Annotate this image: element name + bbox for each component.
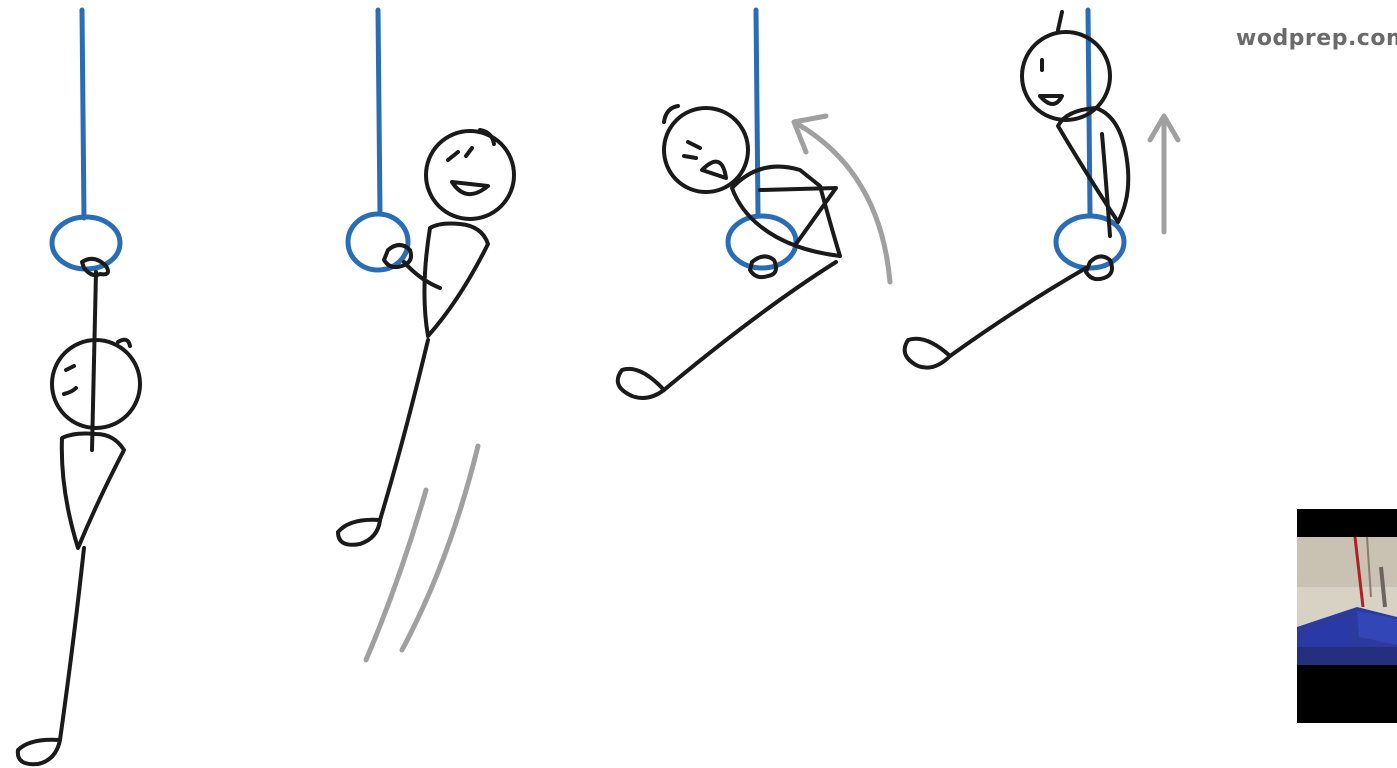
ring-icon xyxy=(348,214,408,270)
rope-icon xyxy=(82,10,84,218)
panel-dead-hang xyxy=(18,10,140,764)
video-thumbnail-icon xyxy=(1297,537,1397,665)
panel-support-transition xyxy=(905,10,1178,368)
stick-figure-icon xyxy=(905,12,1129,368)
rope-icon xyxy=(756,10,758,214)
rope-icon xyxy=(378,10,380,214)
stick-figure-icon xyxy=(18,259,140,764)
panel-kip-swing xyxy=(338,10,514,660)
stick-figure-icon xyxy=(338,130,514,545)
video-thumbnail[interactable] xyxy=(1297,509,1397,723)
curved-arrow-icon xyxy=(794,116,890,282)
watermark-text: wodprep.com xyxy=(1236,26,1397,51)
up-arrow-icon xyxy=(1150,116,1178,232)
panel-pull-over xyxy=(618,10,890,398)
motion-lines-icon xyxy=(366,446,478,660)
